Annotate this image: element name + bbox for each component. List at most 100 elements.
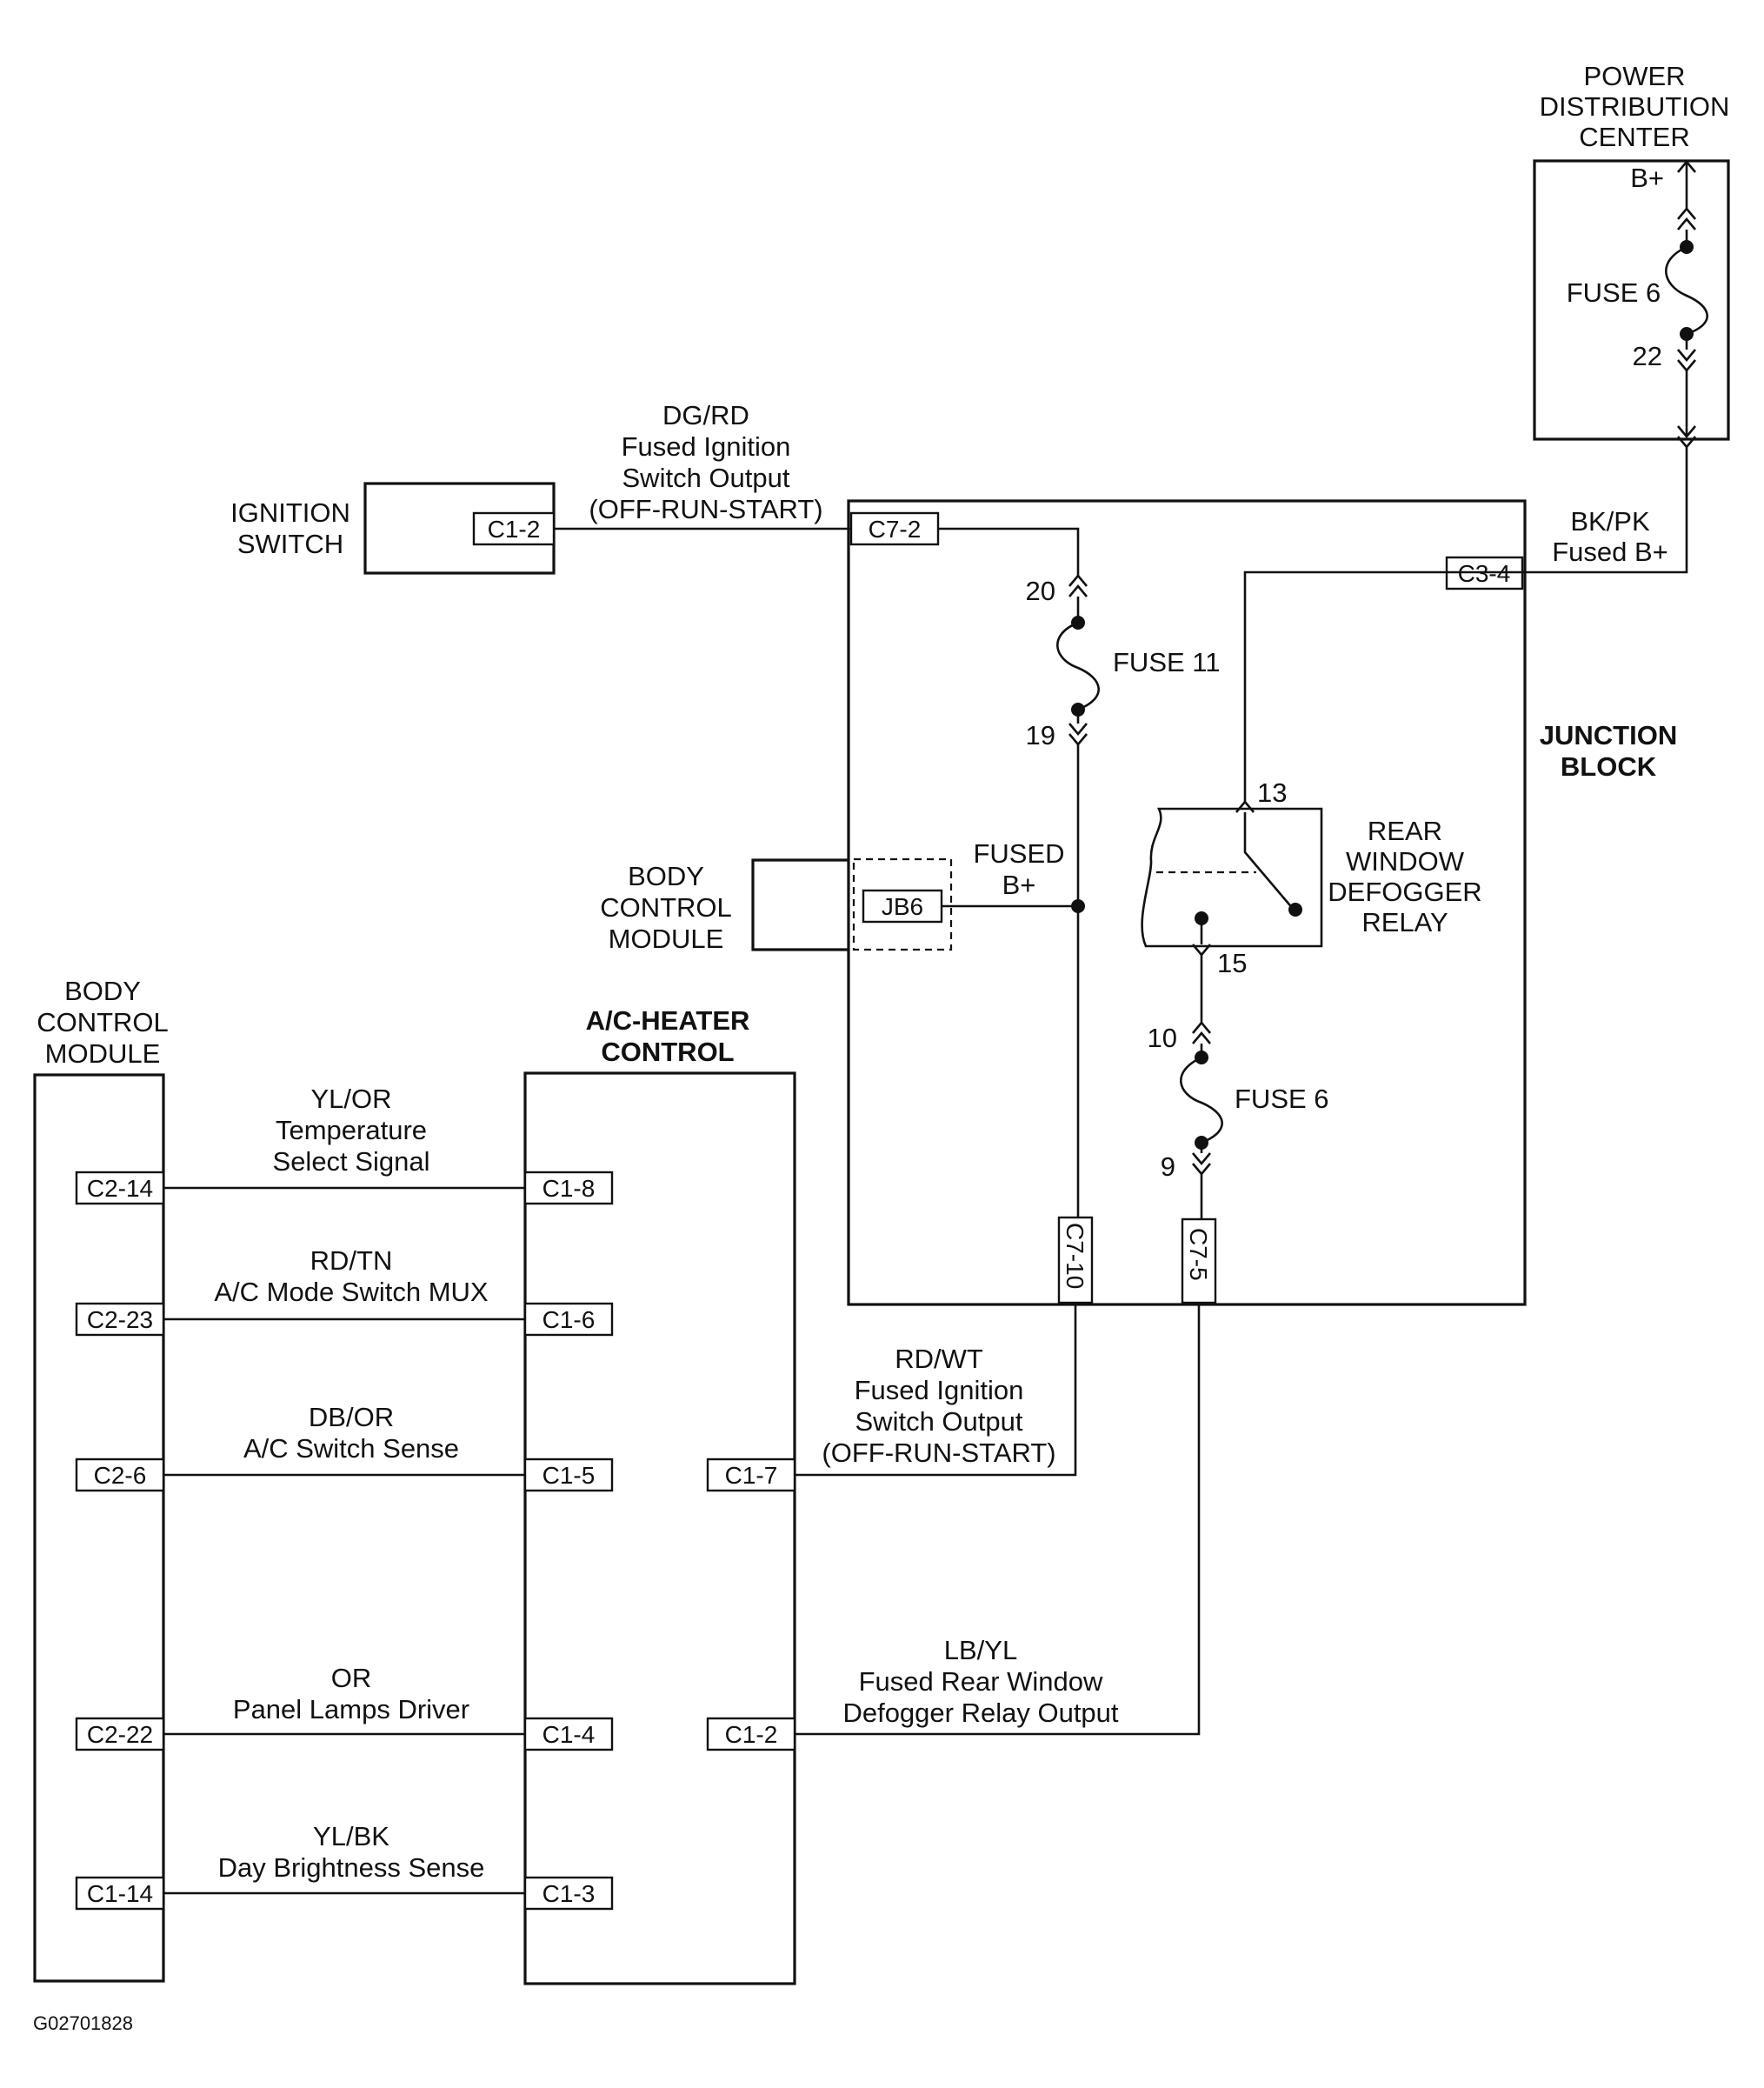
ignition-switch-title-line-1: IGNITION	[230, 497, 350, 528]
fuse6jb-connector-in-icon	[1192, 1020, 1211, 1044]
fuse6jb-label: FUSE 6	[1235, 1084, 1329, 1114]
bcm-connector-c2-14	[75, 1171, 165, 1205]
pdc-fuse6-label: FUSE 6	[1567, 277, 1661, 308]
ac-heater-title-line-1: A/C-HEATER	[586, 1005, 750, 1036]
ignition-switch-connector-label: C1-2	[488, 516, 541, 543]
bcm-connector-c2-23	[75, 1302, 165, 1337]
bcm-upper-title-line-2: CONTROL	[600, 892, 732, 923]
lbyl-wire-color: LB/YL	[944, 1635, 1017, 1665]
fuse11-element	[1056, 621, 1100, 711]
dgrd-wire: DG/RD Fused Ignition Switch Output (OFF-…	[554, 400, 850, 530]
ac-connector-c1-3-label: C1-3	[543, 1880, 596, 1907]
relay-feed-line	[1243, 570, 1522, 804]
rdwt-wire-color: RD/WT	[895, 1344, 983, 1374]
pdc-bplus-label: B+	[1630, 163, 1664, 193]
wire-or-desc: Panel Lamps Driver	[233, 1694, 469, 1724]
connector-jb6-label: JB6	[882, 893, 923, 920]
fuse11-feed-line	[938, 527, 1080, 576]
rdwt-wire-path	[795, 1303, 1077, 1477]
ac-heater-title-line-2: CONTROL	[601, 1037, 734, 1067]
lbyl-wire-desc-line-1: Fused Rear Window	[859, 1666, 1103, 1697]
wire-ylor-desc-line-1: Temperature	[276, 1115, 427, 1145]
fuse11-pin-20: 20	[1026, 576, 1055, 606]
pdc-fuse-connector-out-icon	[1677, 349, 1696, 373]
lbyl-wire: LB/YL Fused Rear Window Defogger Relay O…	[795, 1303, 1201, 1736]
pdc-pin-22: 22	[1633, 341, 1662, 371]
pdc-bplus-arrow-icon	[1677, 159, 1696, 173]
connector-c7-2-label: C7-2	[869, 516, 922, 543]
wire-dbor-color: DB/OR	[309, 1402, 394, 1432]
relay-title-line-3: DEFOGGER	[1328, 877, 1481, 907]
bcm-left-outline	[33, 1073, 165, 1983]
wire-ylor-color: YL/OR	[310, 1084, 391, 1114]
figure-id: G02701828	[33, 2012, 133, 2034]
relay-outline	[1141, 807, 1323, 948]
wire-rdtn-desc: A/C Mode Switch MUX	[214, 1277, 489, 1307]
junction-block-outline	[847, 499, 1527, 1306]
bcm-upper-outline	[751, 858, 849, 951]
bcm-upper-title-line-3: MODULE	[609, 924, 724, 954]
ac-heater-outline	[523, 1071, 796, 1985]
rdwt-wire-desc-line-3: (OFF-RUN-START)	[822, 1438, 1055, 1468]
dgrd-wire-color: DG/RD	[662, 400, 749, 430]
bcm-left-connectors: C2-14 C2-23 C2-6 C2-22 C1-14	[75, 1171, 165, 1911]
bcm-connector-c2-14-label: C2-14	[87, 1175, 153, 1202]
fuse6jb-pin-9: 9	[1161, 1151, 1175, 1182]
ac-connector-c1-2-label: C1-2	[725, 1721, 778, 1748]
fuse11-pin-19: 19	[1026, 720, 1055, 750]
ac-connector-c1-5	[523, 1458, 614, 1492]
relay-switch-contact	[1243, 812, 1295, 911]
signal-wires: YL/OR Temperature Select Signal RD/TN A/…	[163, 1084, 525, 1895]
bkpk-wire-desc: Fused B+	[1552, 537, 1668, 567]
bcm-left-title-line-1: BODY	[64, 976, 141, 1006]
fuse6jb-element	[1180, 1056, 1223, 1144]
bkpk-wire: BK/PK Fused B+	[1522, 447, 1688, 574]
power-distribution-center: POWER DISTRIBUTION CENTER B+ FUSE 6 22	[1533, 61, 1730, 450]
connector-c7-10-label: C7-10	[1062, 1223, 1088, 1289]
pdc-fuse-connector-in-icon	[1677, 206, 1696, 230]
lbyl-wire-path	[795, 1303, 1201, 1736]
junction-block: JUNCTION BLOCK C7-2 C3-4 20 FUSE 11 19 F…	[847, 499, 1677, 1306]
relay-contact-terminal	[1288, 903, 1302, 917]
connector-c3-4-label: C3-4	[1458, 560, 1511, 587]
rdwt-wire-desc-line-2: Switch Output	[855, 1406, 1023, 1437]
bcm-upper-title-line-1: BODY	[628, 861, 704, 891]
bcm-connector-c2-22	[75, 1717, 165, 1751]
dgrd-wire-desc-line-2: Switch Output	[622, 463, 790, 493]
relay-title-line-2: WINDOW	[1346, 846, 1465, 877]
ac-connector-c1-7-label: C1-7	[725, 1462, 778, 1489]
pdc-outline	[1533, 159, 1730, 441]
wire-ylbk-color: YL/BK	[313, 1821, 389, 1851]
relay-title-line-1: REAR	[1368, 816, 1442, 846]
bkpk-wire-color: BK/PK	[1570, 506, 1650, 537]
pdc-title-line-3: CENTER	[1579, 122, 1689, 152]
pdc-title-line-2: DISTRIBUTION	[1540, 91, 1730, 122]
bcm-connector-c2-23-label: C2-23	[87, 1306, 153, 1333]
ignition-switch-title-line-2: SWITCH	[237, 529, 343, 559]
wire-ylbk-desc: Day Brightness Sense	[218, 1852, 485, 1883]
jb6-dashed-region	[852, 857, 953, 951]
bcm-left: BODY CONTROL MODULE C2-14 C2-23 C2-6 C2-…	[33, 976, 169, 1983]
ignition-switch: IGNITION SWITCH C1-2	[230, 482, 556, 575]
fuse6jb-connector-out-icon	[1192, 1152, 1211, 1177]
ac-heater-connectors-right: C1-7 C1-2	[706, 1458, 796, 1751]
wire-rdtn: RD/TN A/C Mode Switch MUX	[163, 1245, 525, 1321]
rdwt-wire: RD/WT Fused Ignition Switch Output (OFF-…	[795, 1303, 1077, 1477]
fused-bplus-label-line-1: FUSED	[973, 838, 1064, 869]
bcm-connector-c2-6-label: C2-6	[94, 1462, 147, 1489]
connector-c7-5-label: C7-5	[1185, 1228, 1212, 1281]
bcm-connector-c1-14	[75, 1876, 165, 1911]
wire-rdtn-color: RD/TN	[310, 1245, 393, 1276]
wire-or-color: OR	[331, 1663, 372, 1693]
bcm-connector-c1-14-label: C1-14	[87, 1880, 153, 1907]
fuse11-label: FUSE 11	[1113, 647, 1220, 677]
pdc-fuse6-element	[1665, 245, 1708, 336]
wire-dbor: DB/OR A/C Switch Sense	[163, 1402, 525, 1477]
bcm-connector-c2-22-label: C2-22	[87, 1721, 153, 1748]
fuse11-connector-in-icon	[1068, 573, 1088, 597]
dgrd-wire-desc-line-1: Fused Ignition	[622, 431, 791, 462]
fuse6jb-pin-10: 10	[1148, 1023, 1177, 1053]
ac-connector-c1-6	[523, 1302, 614, 1337]
ac-connector-c1-8-label: C1-8	[543, 1175, 596, 1202]
junction-block-connector-jb6	[862, 889, 943, 924]
